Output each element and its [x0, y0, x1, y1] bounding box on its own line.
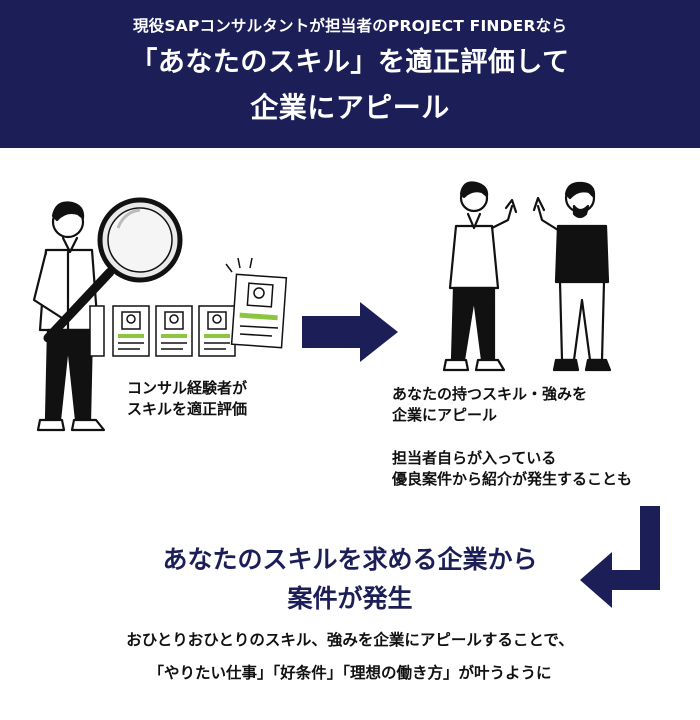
resume-card-icon: [89, 257, 288, 357]
left-caption-line2: スキルを適正評価: [127, 400, 248, 418]
header-title-line1: 「あなたのスキル」を適正評価して: [130, 47, 570, 78]
right-caption-skills: あなたの持つスキル・強みを 企業にアピール: [392, 384, 587, 426]
right-caption-projects-line1: 担当者自らが入っている: [392, 449, 557, 467]
right-arrow-icon: [302, 302, 398, 362]
consultant-figure: [32, 201, 106, 432]
talking-figures: [442, 181, 612, 372]
right-caption-projects-line2: 優良案件から紹介が発生することも: [392, 470, 633, 488]
right-caption-skills-line1: あなたの持つスキル・強みを: [392, 385, 588, 403]
result-line1: あなたのスキルを求める企業から: [162, 545, 538, 574]
right-caption-projects: 担当者自らが入っている 優良案件から紹介が発生することも: [392, 448, 632, 490]
header-banner: 現役SAPコンサルタントが担当者のPROJECT FINDERなら 「あなたのス…: [0, 0, 700, 148]
header-title-line2: 企業にアピール: [250, 91, 450, 124]
bottom-text-line2: 「やりたい仕事」「好条件」「理想の働き方」が叶うように: [148, 664, 552, 682]
left-caption: コンサル経験者が スキルを適正評価: [127, 378, 247, 420]
header-subtitle: 現役SAPコンサルタントが担当者のPROJECT FINDERなら: [132, 17, 567, 35]
result-line2: 案件が発生: [287, 584, 413, 613]
down-left-arrow-icon: [580, 506, 660, 608]
bottom-text-line1: おひとりおひとりのスキル、強みを企業にアピールすることで、: [126, 631, 574, 649]
right-caption-skills-line2: 企業にアピール: [392, 406, 498, 424]
left-caption-line1: コンサル経験者が: [127, 379, 248, 397]
magnifying-glass-icon: [43, 197, 183, 343]
